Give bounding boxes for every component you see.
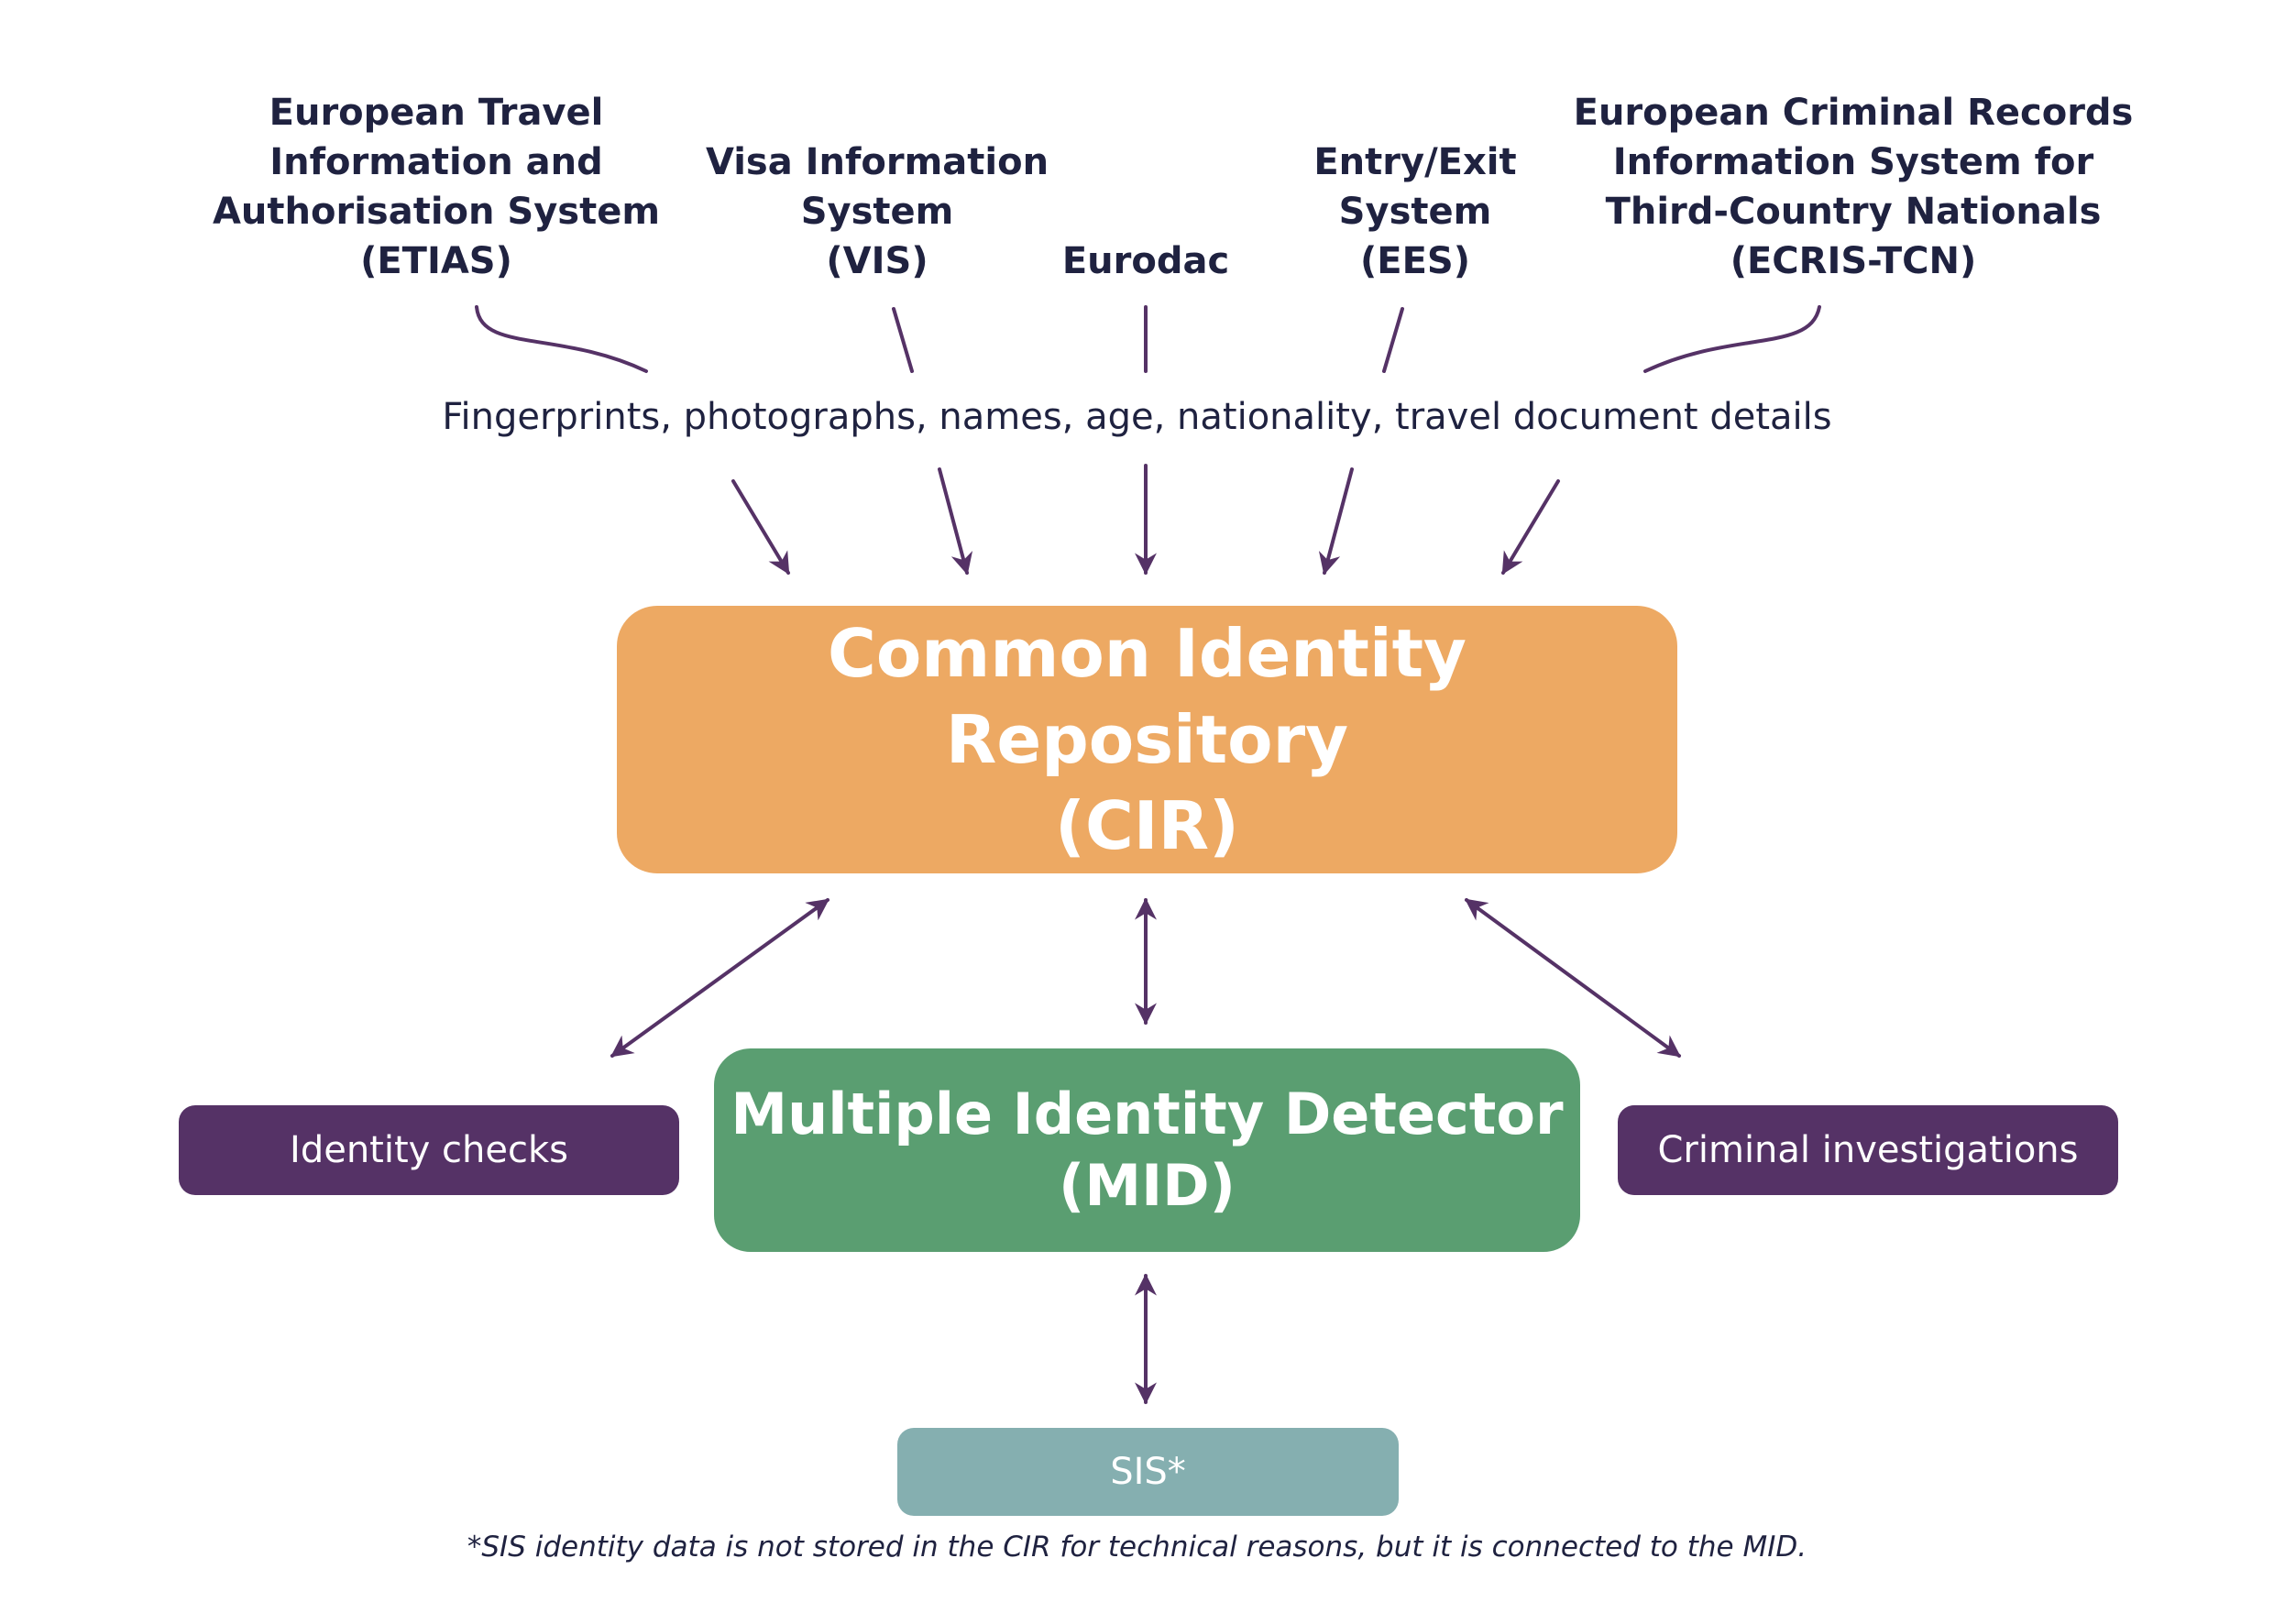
mid-box: Multiple Identity Detector (MID): [714, 1048, 1580, 1252]
criminal-investigations-box: Criminal investigations: [1618, 1105, 2118, 1195]
source-line: (VIS): [826, 240, 928, 282]
source-line: European Criminal Records: [1573, 92, 2134, 134]
ecris-connector: [1643, 305, 1821, 373]
source-line: Visa Information: [705, 141, 1049, 183]
source-line: (ECRIS-TCN): [1730, 240, 1977, 282]
source-line: Information and: [269, 141, 603, 183]
source-line: Entry/Exit: [1313, 141, 1517, 183]
ees-to-cir-arrow: [1318, 467, 1354, 576]
source-label-eurodac: Eurodac: [1062, 236, 1229, 286]
source-label-ees: Entry/Exit System (EES): [1313, 137, 1516, 286]
cir-criminal-investigations-arrow: [1465, 898, 1681, 1058]
identity-checks-box: Identity checks: [179, 1105, 679, 1195]
source-label-vis: Visa Information System (VIS): [706, 137, 1049, 286]
cir-abbreviation: (CIR): [1055, 787, 1239, 864]
source-line: (EES): [1359, 240, 1471, 282]
mid-title: Multiple Identity Detector: [731, 1081, 1564, 1147]
source-line: System: [1338, 191, 1492, 233]
vis-to-cir-arrow: [938, 467, 973, 576]
ees-connector: [1382, 307, 1404, 373]
source-line: System: [800, 191, 954, 233]
etias-connector: [475, 305, 648, 373]
etias-to-cir-arrow: [731, 479, 790, 576]
mid-abbreviation: (MID): [1059, 1152, 1236, 1219]
source-line: Third-Country Nationals: [1605, 191, 2102, 233]
source-line: (ETIAS): [360, 240, 512, 282]
criminal-investigations-label: Criminal investigations: [1657, 1129, 2079, 1171]
identity-checks-label: Identity checks: [290, 1129, 568, 1171]
footnote: *SIS identity data is not stored in the …: [467, 1531, 1807, 1564]
data-fields-text: Fingerprints, photographs, names, age, n…: [442, 396, 1832, 438]
sis-box: SIS*: [897, 1428, 1399, 1516]
source-line: Authorisation System: [212, 191, 661, 233]
source-line: Information System for: [1612, 141, 2094, 183]
cir-box: Common Identity Repository (CIR): [617, 606, 1677, 873]
source-label-etias: European Travel Information and Authoris…: [213, 88, 660, 286]
source-line: European Travel: [269, 92, 604, 134]
source-line: Eurodac: [1061, 240, 1230, 282]
vis-connector: [892, 307, 914, 373]
cir-title: Common Identity Repository: [827, 615, 1467, 778]
sis-label: SIS*: [1110, 1451, 1186, 1493]
source-label-ecris-tcn: European Criminal Records Information Sy…: [1574, 88, 2134, 286]
cir-identity-checks-arrow: [610, 898, 829, 1058]
ecris-to-cir-arrow: [1501, 479, 1560, 576]
